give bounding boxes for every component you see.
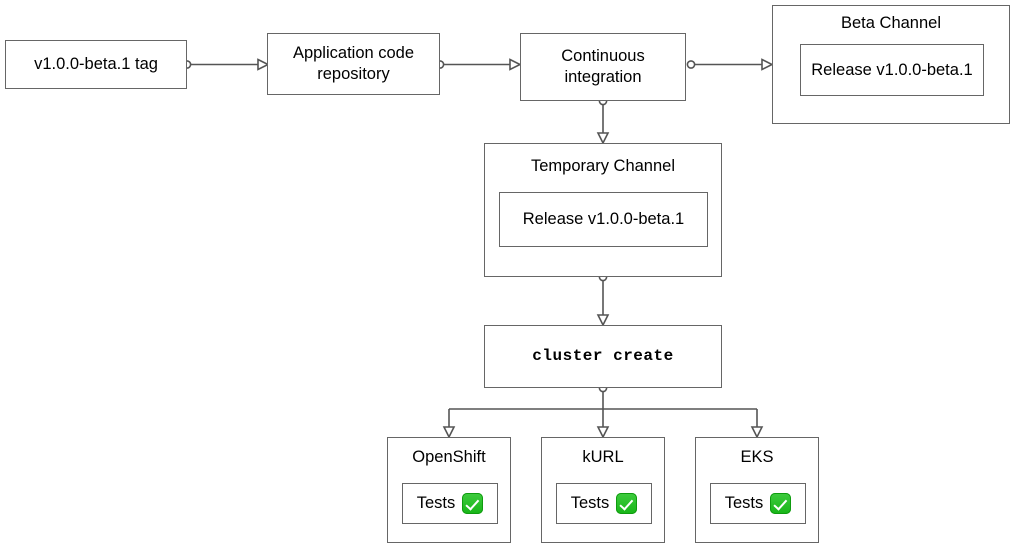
temporary-channel-release-box[interactable]: Release v1.0.0-beta.1 — [499, 192, 708, 247]
target-kurl-tests-box[interactable]: Tests — [556, 483, 652, 524]
green-check-icon — [616, 493, 638, 514]
node-continuous-integration[interactable]: Continuous integration — [520, 33, 686, 101]
container-target-openshift[interactable]: OpenShift Tests — [387, 437, 511, 543]
container-target-kurl[interactable]: kURL Tests — [541, 437, 665, 543]
temporary-channel-title: Temporary Channel — [531, 157, 675, 175]
edge-tag-to-repo — [182, 58, 270, 71]
beta-channel-release-label: Release v1.0.0-beta.1 — [811, 60, 973, 79]
temporary-channel-release-label: Release v1.0.0-beta.1 — [522, 210, 685, 228]
target-openshift-title: OpenShift — [412, 448, 486, 466]
target-openshift-tests-label: Tests — [416, 494, 456, 512]
node-application-code-repository-label: Application code repository — [292, 44, 415, 83]
node-continuous-integration-label: Continuous integration — [561, 47, 645, 86]
target-kurl-tests-label: Tests — [570, 494, 610, 512]
container-beta-channel[interactable]: Beta Channel Release v1.0.0-beta.1 — [772, 5, 1010, 124]
node-application-code-repository[interactable]: Application code repository — [267, 33, 440, 95]
edge-temporary-channel-to-cluster-create — [596, 272, 610, 327]
edge-repo-to-ci — [435, 58, 522, 71]
edge-cluster-create-to-targets — [442, 383, 764, 439]
beta-channel-title: Beta Channel — [841, 14, 941, 32]
node-cluster-create[interactable]: cluster create — [484, 325, 722, 388]
target-eks-tests-box[interactable]: Tests — [710, 483, 806, 524]
green-check-icon — [770, 493, 792, 514]
container-target-eks[interactable]: EKS Tests — [695, 437, 819, 543]
target-eks-tests-label: Tests — [724, 494, 764, 512]
target-kurl-title: kURL — [582, 448, 624, 466]
node-tag-label: v1.0.0-beta.1 tag — [34, 55, 158, 74]
container-temporary-channel[interactable]: Temporary Channel Release v1.0.0-beta.1 — [484, 143, 722, 277]
node-tag[interactable]: v1.0.0-beta.1 tag — [5, 40, 187, 89]
target-eks-title: EKS — [740, 448, 774, 466]
node-cluster-create-label: cluster create — [532, 347, 674, 366]
beta-channel-release-box[interactable]: Release v1.0.0-beta.1 — [800, 44, 984, 96]
target-openshift-tests-box[interactable]: Tests — [402, 483, 498, 524]
edge-ci-to-temporary-channel — [596, 96, 610, 145]
green-check-icon — [462, 493, 484, 514]
edge-ci-to-beta-channel — [686, 58, 774, 71]
